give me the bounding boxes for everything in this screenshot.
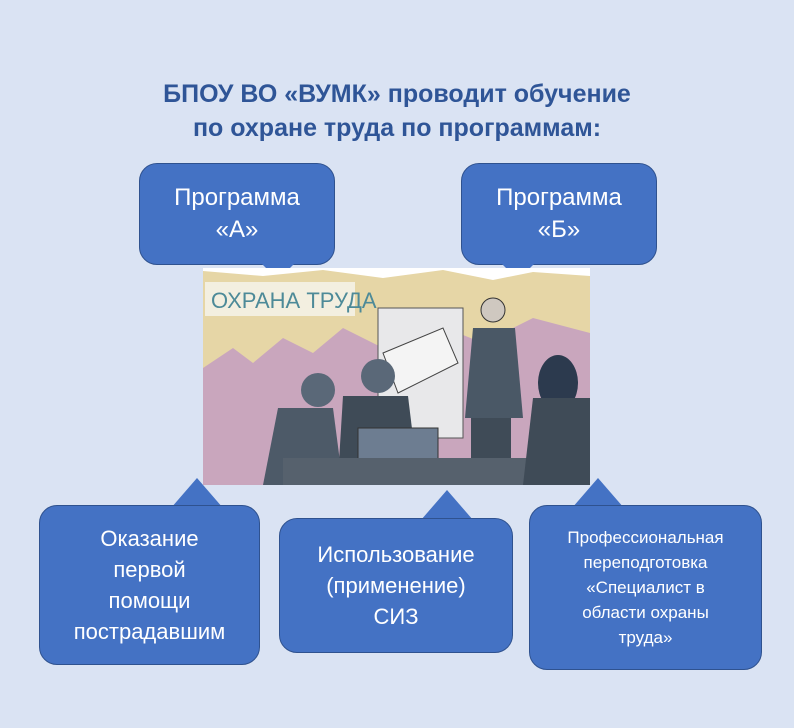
- topic-3-pointer: [572, 478, 624, 508]
- topic-1-pointer: [171, 478, 223, 508]
- topic-2-line: Использование: [317, 542, 475, 567]
- topic-1-line: первой: [113, 557, 186, 582]
- topic-1-line: пострадавшим: [73, 619, 226, 644]
- topic-ppe-box: Использование (применение) СИЗ: [279, 518, 513, 653]
- topic-1-line: Оказание: [100, 526, 199, 551]
- topic-2-line: (применение): [326, 573, 466, 598]
- illustration-caption: ОХРАНА ТРУДА: [211, 288, 377, 313]
- topic-1-line: помощи: [108, 588, 191, 613]
- program-b-line2: «Б»: [537, 216, 581, 243]
- topic-retraining-box: Профессиональная переподготовка «Специал…: [529, 505, 762, 670]
- topic-3-line: «Специалист в: [586, 578, 705, 597]
- program-a-line2: «А»: [215, 216, 259, 243]
- title-line-1: БПОУ ВО «ВУМК» проводит обучение: [163, 80, 631, 108]
- labor-safety-illustration: ОХРАНА ТРУДА: [203, 268, 590, 485]
- topic-first-aid-box: Оказание первой помощи пострадавшим: [39, 505, 260, 665]
- topic-3-line: Профессиональная: [567, 528, 724, 547]
- program-b-line1: Программа: [496, 184, 622, 211]
- topic-2-pointer: [421, 490, 473, 520]
- program-a-line1: Программа: [174, 184, 300, 211]
- topic-2-line: СИЗ: [373, 604, 419, 629]
- topic-3-line: области охраны: [582, 603, 709, 622]
- topic-3-line: труда»: [618, 628, 673, 647]
- program-b-box: Программа «Б»: [461, 163, 657, 265]
- program-a-box: Программа «А»: [139, 163, 335, 265]
- title-line-2: по охране труда по программам:: [192, 114, 602, 142]
- topic-3-line: переподготовка: [583, 553, 708, 572]
